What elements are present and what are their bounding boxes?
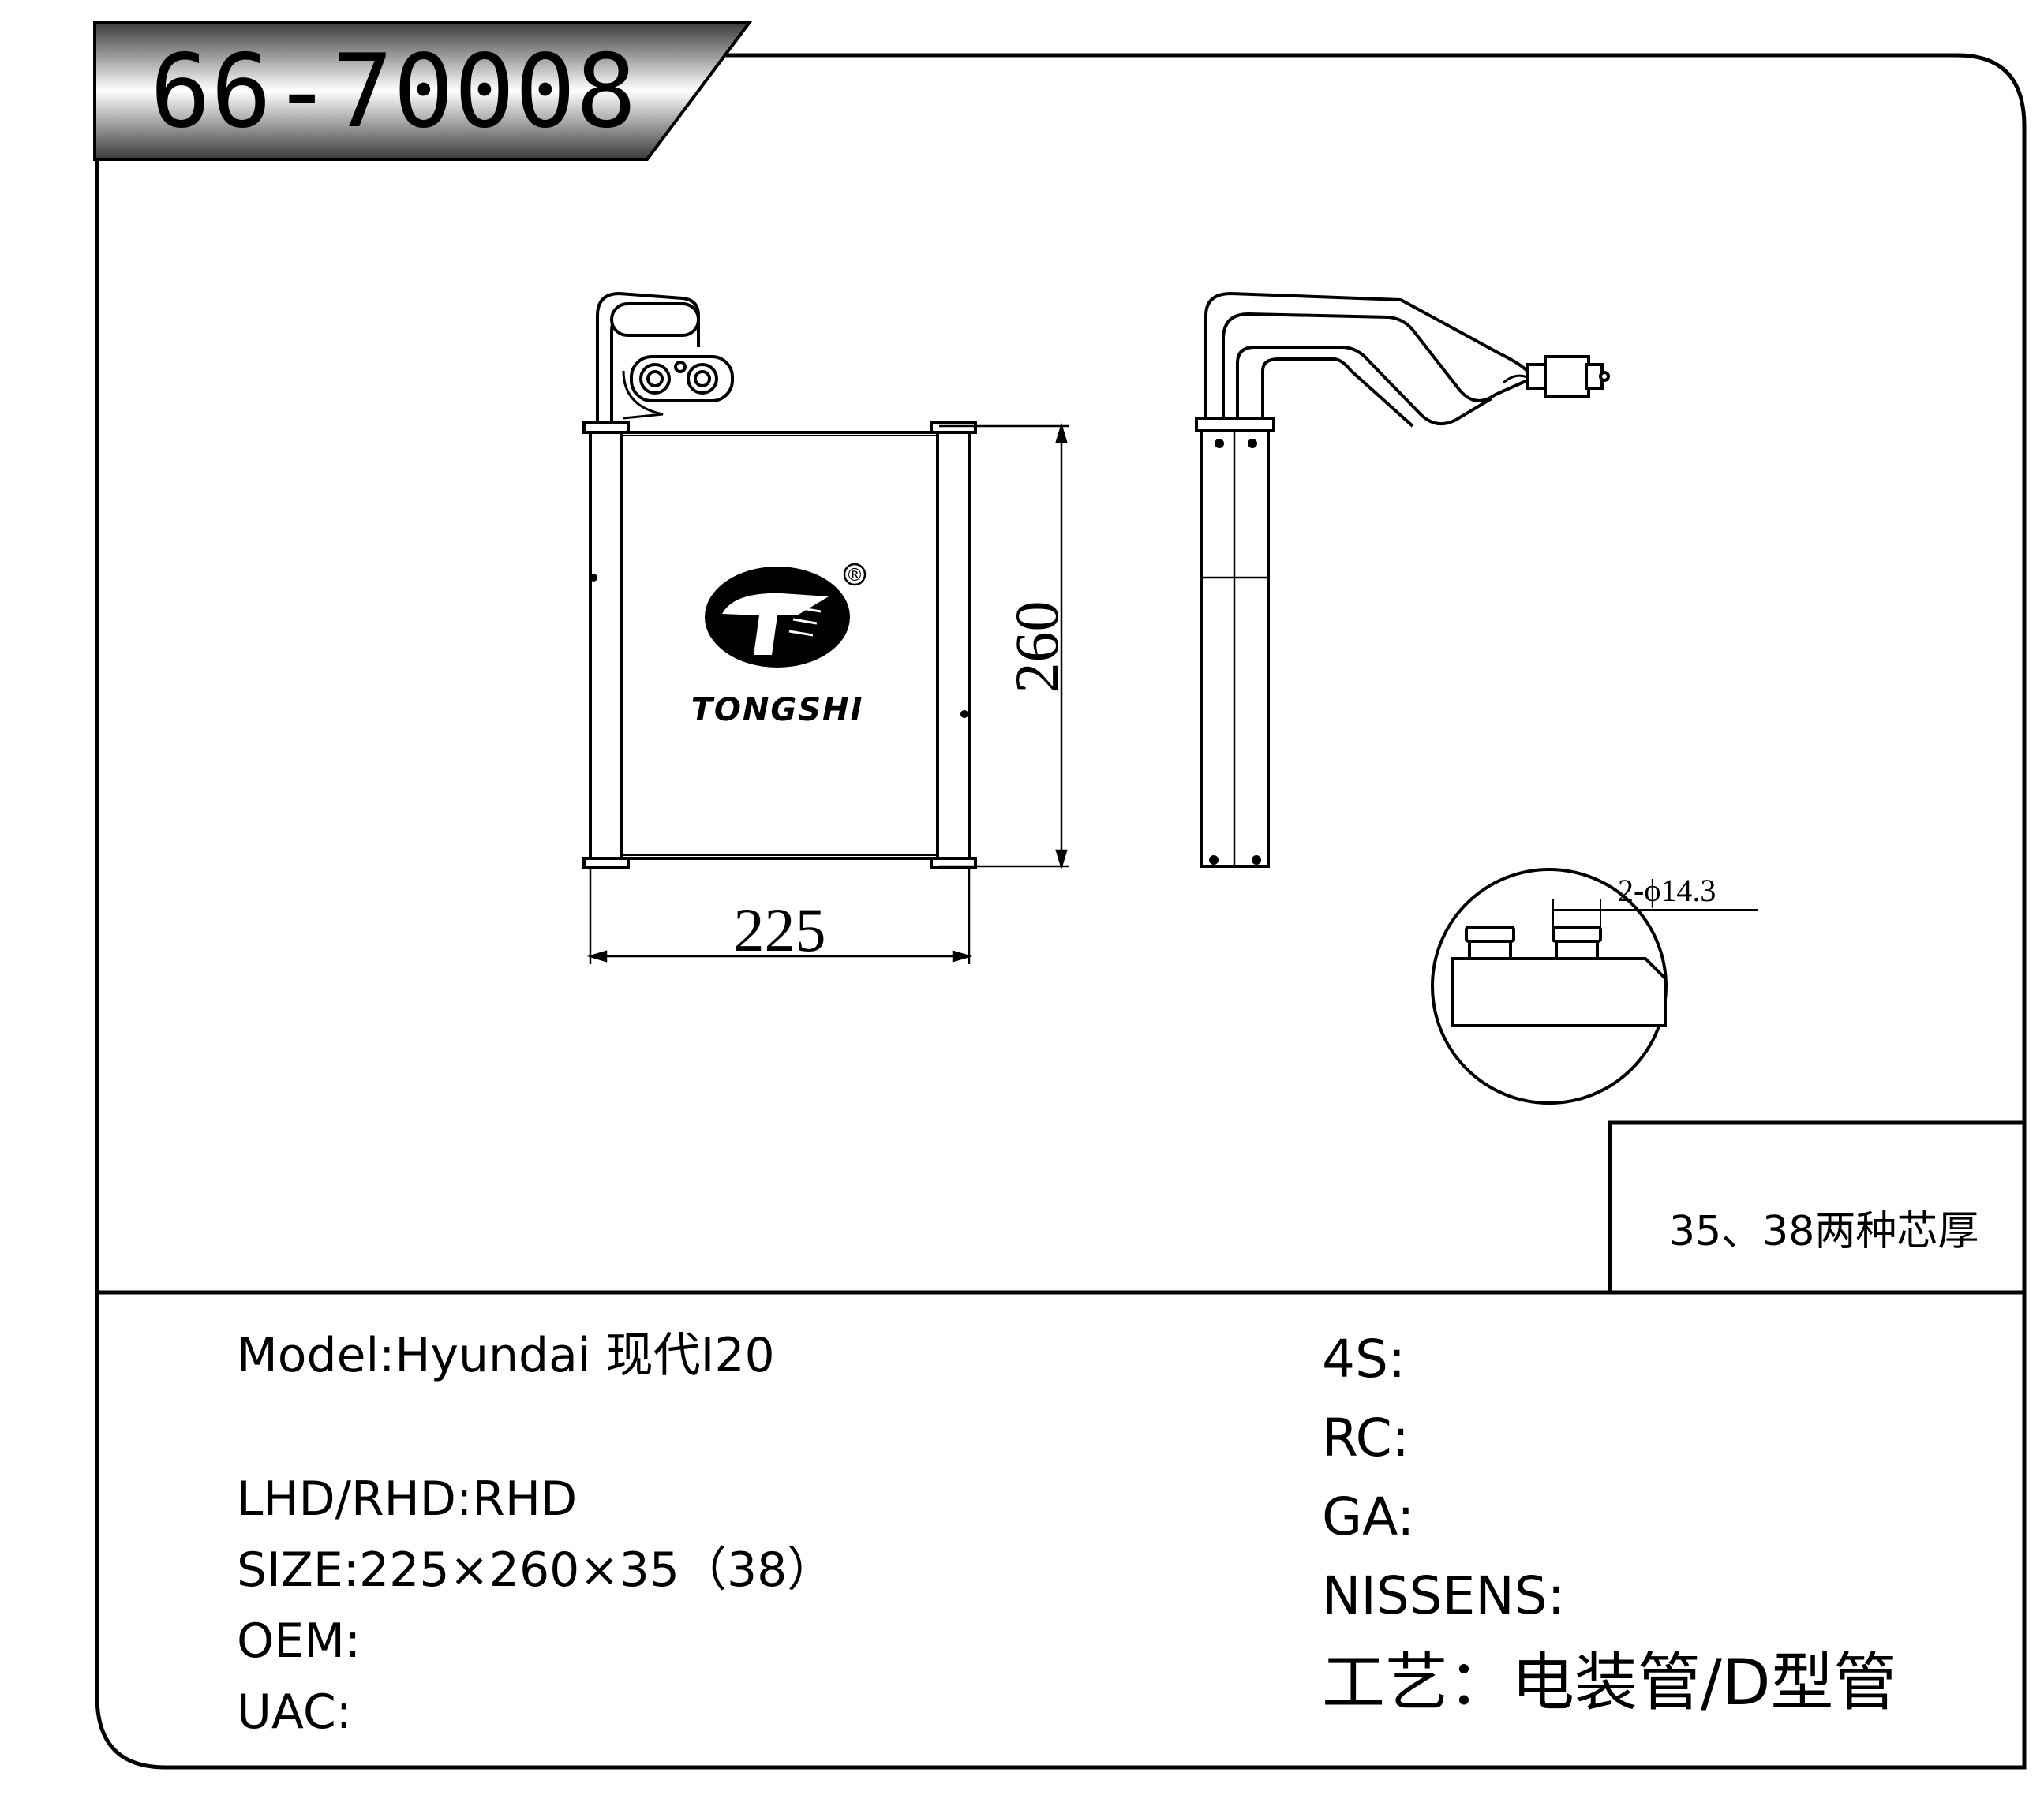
side-tubes — [1204, 291, 1531, 418]
outer-border — [95, 53, 2027, 1770]
spec-process: 工艺：电装管/D型管 — [1322, 1646, 1897, 1719]
spec-ga: GA: — [1322, 1486, 1414, 1547]
spec-model: Model:Hyundai 现代I20 — [237, 1328, 775, 1383]
part-number-header: 66-70008 — [93, 21, 753, 161]
tongshi-logo: ® TONGSHI — [691, 563, 867, 728]
spec-uac: UAC: — [237, 1685, 352, 1740]
side-view — [1195, 291, 1610, 868]
spec-rc: RC: — [1322, 1408, 1409, 1468]
spec-oem: OEM: — [237, 1614, 361, 1669]
height-dimension — [939, 422, 1069, 870]
registered-mark-icon — [843, 563, 867, 586]
note-box: 35、38两种芯厚 — [1608, 1120, 2024, 1292]
width-label: 225 — [734, 896, 826, 964]
port-detail — [1431, 868, 1758, 1105]
spec-nissens: NISSENS: — [1322, 1565, 1565, 1626]
specs-left: Model:Hyundai 现代I20 LHD/RHD:RHD SIZE:225… — [237, 1328, 834, 1740]
spec-lhd-rhd: LHD/RHD:RHD — [237, 1472, 577, 1527]
specs-right: 4S: RC: GA: NISSENS: 工艺：电装管/D型管 — [1322, 1329, 1897, 1719]
port-diameter-label: 2-ϕ14.3 — [1618, 873, 1716, 908]
spec-size: SIZE:225×260×35（38） — [237, 1543, 834, 1598]
right-tank — [936, 423, 971, 868]
front-inlet-tubes — [596, 291, 700, 423]
brand-name: TONGSHI — [691, 692, 864, 728]
left-tank — [589, 423, 623, 868]
spec-4s: 4S: — [1322, 1329, 1406, 1389]
side-fitting — [1503, 355, 1610, 398]
front-connector-block — [622, 355, 734, 420]
core-thickness-note: 35、38两种芯厚 — [1669, 1208, 1978, 1255]
height-label: 260 — [1002, 601, 1071, 694]
registered-mark: ® — [846, 566, 863, 585]
part-number: 66-70008 — [150, 33, 637, 151]
width-dimension — [586, 868, 973, 964]
